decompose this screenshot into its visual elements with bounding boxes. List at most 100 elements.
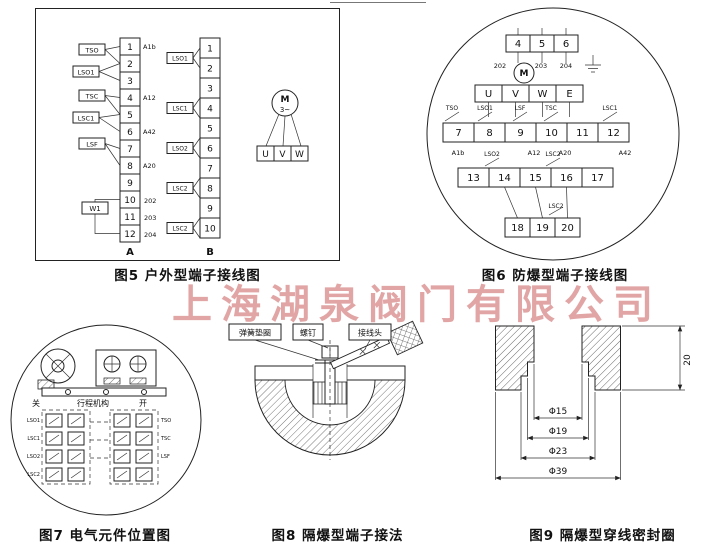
node-label: A1b — [452, 149, 465, 157]
fig5-resistor: W1 — [81, 199, 120, 234]
switch-label: LSC1 — [172, 106, 187, 113]
switch-label: LSF — [515, 105, 526, 112]
open-label: 开 — [139, 399, 147, 408]
terminal-letter: E — [566, 89, 572, 100]
wire-number: 203 — [535, 62, 547, 70]
fig5-motor: M 3~ U V W — [256, 89, 309, 162]
terminal-number: 8 — [486, 128, 492, 139]
fig6-lower-switches: LSO2 LSC2 — [484, 151, 561, 167]
node-label: A42 — [619, 149, 632, 157]
terminal-number: 6 — [127, 128, 133, 138]
motor-terminal: W — [295, 150, 304, 160]
terminal-lug-label: 接线头 — [358, 328, 382, 338]
contact-label: LSO2 — [27, 454, 40, 460]
switch-label: LSO2 — [484, 151, 500, 158]
terminal-number: 16 — [560, 173, 573, 184]
close-label: 关 — [32, 398, 40, 408]
strip-a-label: A — [126, 247, 134, 258]
fig5-switches-a: TSO LSO1 TSC LSC1 LSF — [72, 43, 121, 166]
fig7-cam-mechanism — [37, 348, 76, 390]
switch-label: TSO — [445, 105, 458, 112]
terminal-number: 2 — [207, 65, 213, 75]
terminal-number: 5 — [207, 125, 213, 135]
figure8-terminal-connection: 弹簧垫圈 螺钉 接线头 — [225, 318, 440, 518]
switch-label: LSC1 — [78, 115, 94, 123]
fig8-callouts: 弹簧垫圈 螺钉 接线头 — [228, 323, 392, 361]
wire-number: 202 — [494, 62, 506, 70]
switch-label: LSC2 — [172, 226, 187, 233]
terminal-number: 4 — [127, 94, 133, 104]
terminal-number: 1 — [127, 43, 133, 53]
figure6-explosionproof-wiring-diagram: 4 5 6 M 202 203 204 U V W E TSO LSO1 LSF… — [425, 5, 685, 263]
terminal-number: 9 — [517, 128, 523, 139]
dim-height: 20 — [683, 354, 693, 366]
node-label: A20 — [143, 162, 156, 170]
contact-label: TSO — [160, 418, 171, 424]
fig6-mid-terminals: 7 8 9 10 11 12 — [442, 122, 630, 143]
terminal-number: 11 — [124, 213, 135, 223]
switch-label: LSC2 — [545, 151, 560, 158]
terminal-number: 7 — [127, 145, 133, 155]
figure9-seal-ring-section: Φ15 Φ19 Φ23 Φ39 20 — [480, 318, 715, 523]
fig9-section-blocks — [495, 325, 621, 391]
terminal-number: 3 — [207, 85, 213, 95]
wire-number: 204 — [144, 231, 156, 239]
terminal-number: 6 — [207, 145, 213, 155]
dim-d19: Φ19 — [549, 427, 568, 437]
terminal-number: 2 — [127, 60, 133, 70]
terminal-number: 19 — [536, 223, 549, 234]
node-label: A20 — [559, 149, 572, 157]
terminal-number: 14 — [498, 173, 511, 184]
terminal-number: 7 — [455, 128, 461, 139]
switch-label: LSO1 — [477, 105, 493, 112]
contact-label: LSC2 — [27, 472, 40, 478]
terminal-number: 11 — [576, 128, 589, 139]
fig7-terminal-bar — [41, 387, 167, 397]
figure7-caption: 图7 电气元件位置图 — [38, 528, 172, 544]
fig5-switches-b: LSO1 LSC1 LSO2 LSC2 LSC2 — [166, 47, 201, 239]
terminal-number: 9 — [207, 205, 213, 215]
motor-terminal: U — [262, 150, 269, 160]
switch-label: TSO — [84, 47, 98, 55]
switch-label: TSC — [544, 105, 557, 112]
wire-number: 203 — [144, 214, 156, 222]
terminal-number: 4 — [207, 105, 213, 115]
dim-d39: Φ39 — [549, 467, 568, 477]
terminal-number: 10 — [545, 128, 558, 139]
switch-label: LSO2 — [172, 146, 188, 153]
fig5-terminal-strip-b: 1 2 3 4 5 6 7 8 9 10 B — [199, 37, 221, 258]
fig6-top-terminals: 4 5 6 — [505, 28, 579, 63]
ground-icon — [585, 55, 601, 73]
fig6-mid-switches: TSO LSO1 LSF TSC LSC1 — [444, 105, 618, 122]
fig6-lower-terminals: 13 14 15 16 17 — [457, 167, 614, 219]
contact-label: LSO1 — [27, 418, 40, 424]
wire-number: 204 — [560, 62, 572, 70]
figure5-outdoor-wiring-diagram: TSO LSO1 TSC LSC1 LSF W1 1 2 3 4 5 6 7 8… — [35, 8, 340, 261]
figure7-component-layout: 关 行程机构 开 LSO1 LSC1 LSO2 LSC2 TSO TSC LSF — [8, 322, 204, 518]
strip-b-label: B — [206, 247, 214, 258]
motor-phase: 3~ — [280, 106, 290, 114]
terminal-number: 17 — [591, 173, 604, 184]
page-top-rule — [330, 2, 426, 3]
figure9-caption: 图9 隔爆型穿线密封圈 — [529, 528, 676, 544]
switch-label: TSC — [85, 93, 99, 101]
terminal-letter: V — [512, 89, 519, 100]
figure6-caption: 图6 防爆型端子接线图 — [481, 268, 629, 284]
terminal-number: 3 — [127, 77, 133, 87]
fig6-motor: M 202 203 204 — [494, 55, 601, 84]
figure8-caption: 图8 隔爆型端子接法 — [271, 528, 404, 544]
fig6-phase-terminals: U V W E — [474, 84, 584, 117]
switch-label: LSO1 — [172, 56, 188, 63]
node-label: A12 — [143, 94, 156, 102]
fig8-cable-block — [386, 320, 424, 356]
node-label: A12 — [528, 149, 541, 157]
fig5-terminal-strip-a: 1 2 3 4 5 6 7 8 9 10 11 12 A — [119, 37, 141, 258]
resistor-label: W1 — [89, 205, 100, 213]
terminal-number: 12 — [607, 128, 620, 139]
figure6-circle-border — [426, 7, 680, 261]
terminal-number: 5 — [539, 39, 545, 50]
terminal-letter: W — [538, 89, 548, 100]
fig7-contact-banks: LSO1 LSC1 LSO2 LSC2 TSO TSC LSF — [27, 409, 171, 485]
fig5-node-labels: A1b A12 A42 A20 202 203 204 — [143, 43, 156, 239]
